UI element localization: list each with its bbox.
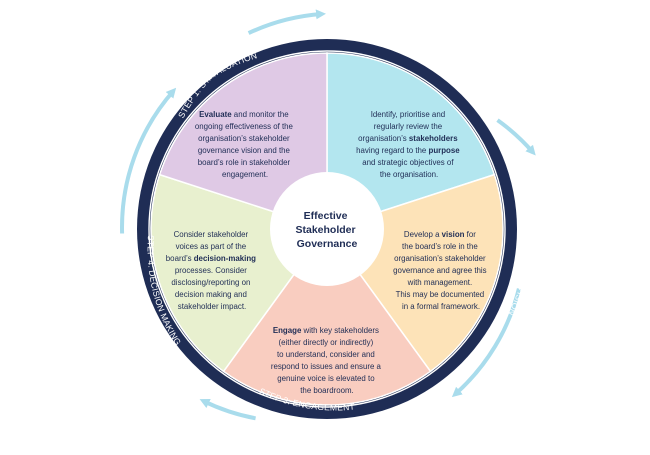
cycle-arrows (120, 9, 536, 421)
arrow-bottom-icon (199, 399, 256, 421)
evaluation-description: Evaluate and monitor the ongoing effecti… (195, 110, 295, 179)
arrow-left-icon (120, 87, 177, 234)
center-title: Effective Stakeholder Governance (295, 210, 358, 250)
arrow-top-icon (247, 9, 326, 35)
vision-description: Develop a vision for the board’s role in… (393, 230, 489, 311)
arrow-right-icon (496, 118, 536, 156)
center-circle (270, 172, 384, 286)
arrow-lower-right-icon (451, 288, 521, 398)
segment-evaluation (158, 52, 328, 231)
inner-ring-line (148, 50, 506, 408)
segment-engagement (222, 227, 432, 406)
segment-stakeholders (326, 52, 496, 231)
stakeholders-description: Identify, prioritise and regularly revie… (356, 110, 462, 179)
decision-making-description: Consider stakeholder voices as part of t… (166, 230, 258, 311)
engagement-description: Engage with key stakeholders (either dir… (271, 326, 383, 395)
